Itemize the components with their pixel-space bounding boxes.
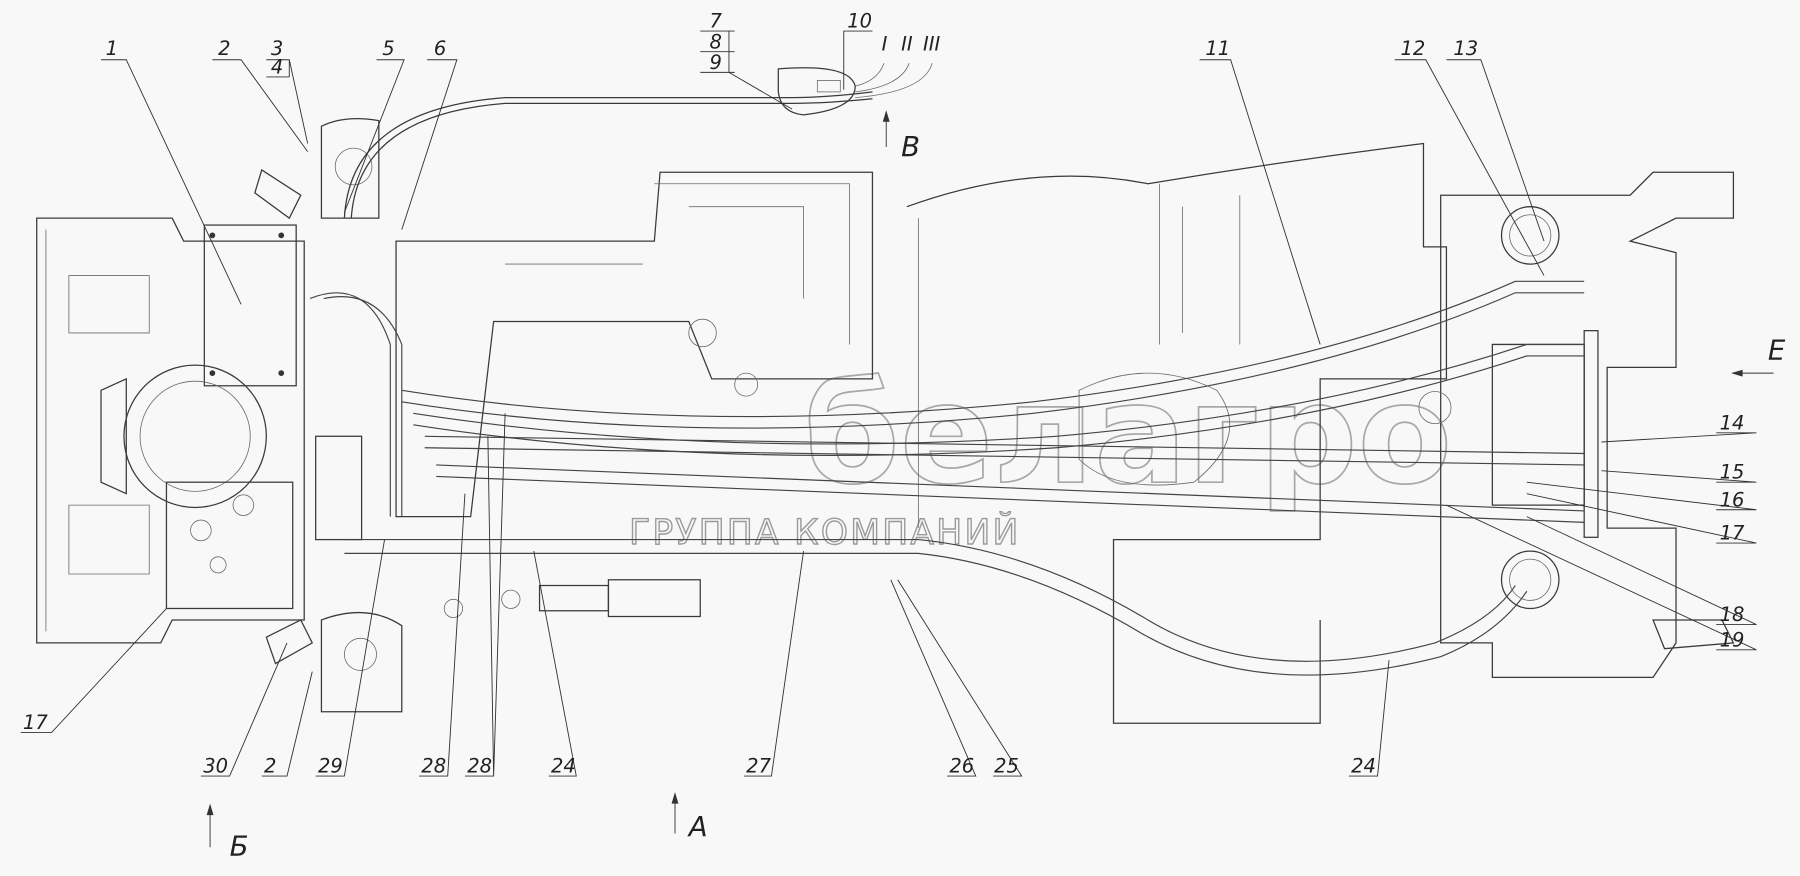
callout-17-right: 17: [1720, 522, 1745, 545]
callout-2-bottom: 2: [264, 755, 276, 778]
gearbox-housing: [36, 217, 305, 644]
callout-4: 4: [271, 56, 283, 79]
watermark-caption: ГРУППА КОМПАНИЙ: [629, 512, 1020, 553]
callout-24-left: 24: [551, 755, 576, 778]
callout-28-a: 28: [421, 755, 446, 778]
callout-16: 16: [1720, 488, 1745, 511]
callout-29: 29: [318, 755, 343, 778]
callout-labels: 1 2 3 4 5 6 7 8 9 10 I II III 11 12 13 1…: [23, 10, 1745, 778]
watermark: белагро ГРУППА КОМПАНИЙ: [628, 354, 1453, 554]
callout-2-top: 2: [218, 37, 230, 60]
rear-hitch: [1418, 171, 1735, 678]
view-label-a: А: [687, 811, 708, 843]
position-I: I: [882, 33, 888, 56]
hydraulic-cylinder: [443, 579, 701, 619]
upper-bracket: [254, 63, 933, 220]
callout-25: 25: [994, 755, 1019, 778]
tractor-frame: [395, 142, 1448, 724]
lower-bracket: [265, 611, 403, 713]
position-III: III: [923, 33, 941, 56]
callout-6: 6: [434, 37, 446, 60]
hydraulic-hoses: [309, 280, 1585, 676]
callout-10: 10: [847, 10, 872, 33]
view-label-e: Е: [1768, 334, 1786, 366]
watermark-logo: белагро: [804, 355, 1453, 515]
view-label-v: В: [901, 131, 920, 163]
callout-27: 27: [746, 755, 771, 778]
callout-9: 9: [709, 51, 721, 74]
callout-18: 18: [1720, 603, 1745, 626]
view-label-b: Б: [230, 830, 249, 862]
position-II: II: [901, 33, 913, 56]
callout-8: 8: [709, 30, 721, 53]
callout-14: 14: [1720, 411, 1745, 434]
callout-24-right: 24: [1351, 755, 1376, 778]
leader-lines: [20, 30, 1757, 777]
callout-13: 13: [1453, 37, 1478, 60]
callout-11: 11: [1205, 37, 1230, 60]
callout-17-left: 17: [23, 711, 48, 734]
callout-12: 12: [1401, 37, 1426, 60]
callout-19: 19: [1720, 628, 1745, 651]
view-arrows: В Е Б А: [206, 110, 1786, 862]
callout-5: 5: [382, 37, 394, 60]
callout-26: 26: [949, 755, 974, 778]
callout-7: 7: [709, 10, 722, 33]
callout-30: 30: [203, 755, 228, 778]
callout-28-b: 28: [467, 755, 492, 778]
callout-3: 3: [271, 37, 283, 60]
callout-15: 15: [1720, 461, 1745, 484]
callout-1: 1: [106, 37, 118, 60]
